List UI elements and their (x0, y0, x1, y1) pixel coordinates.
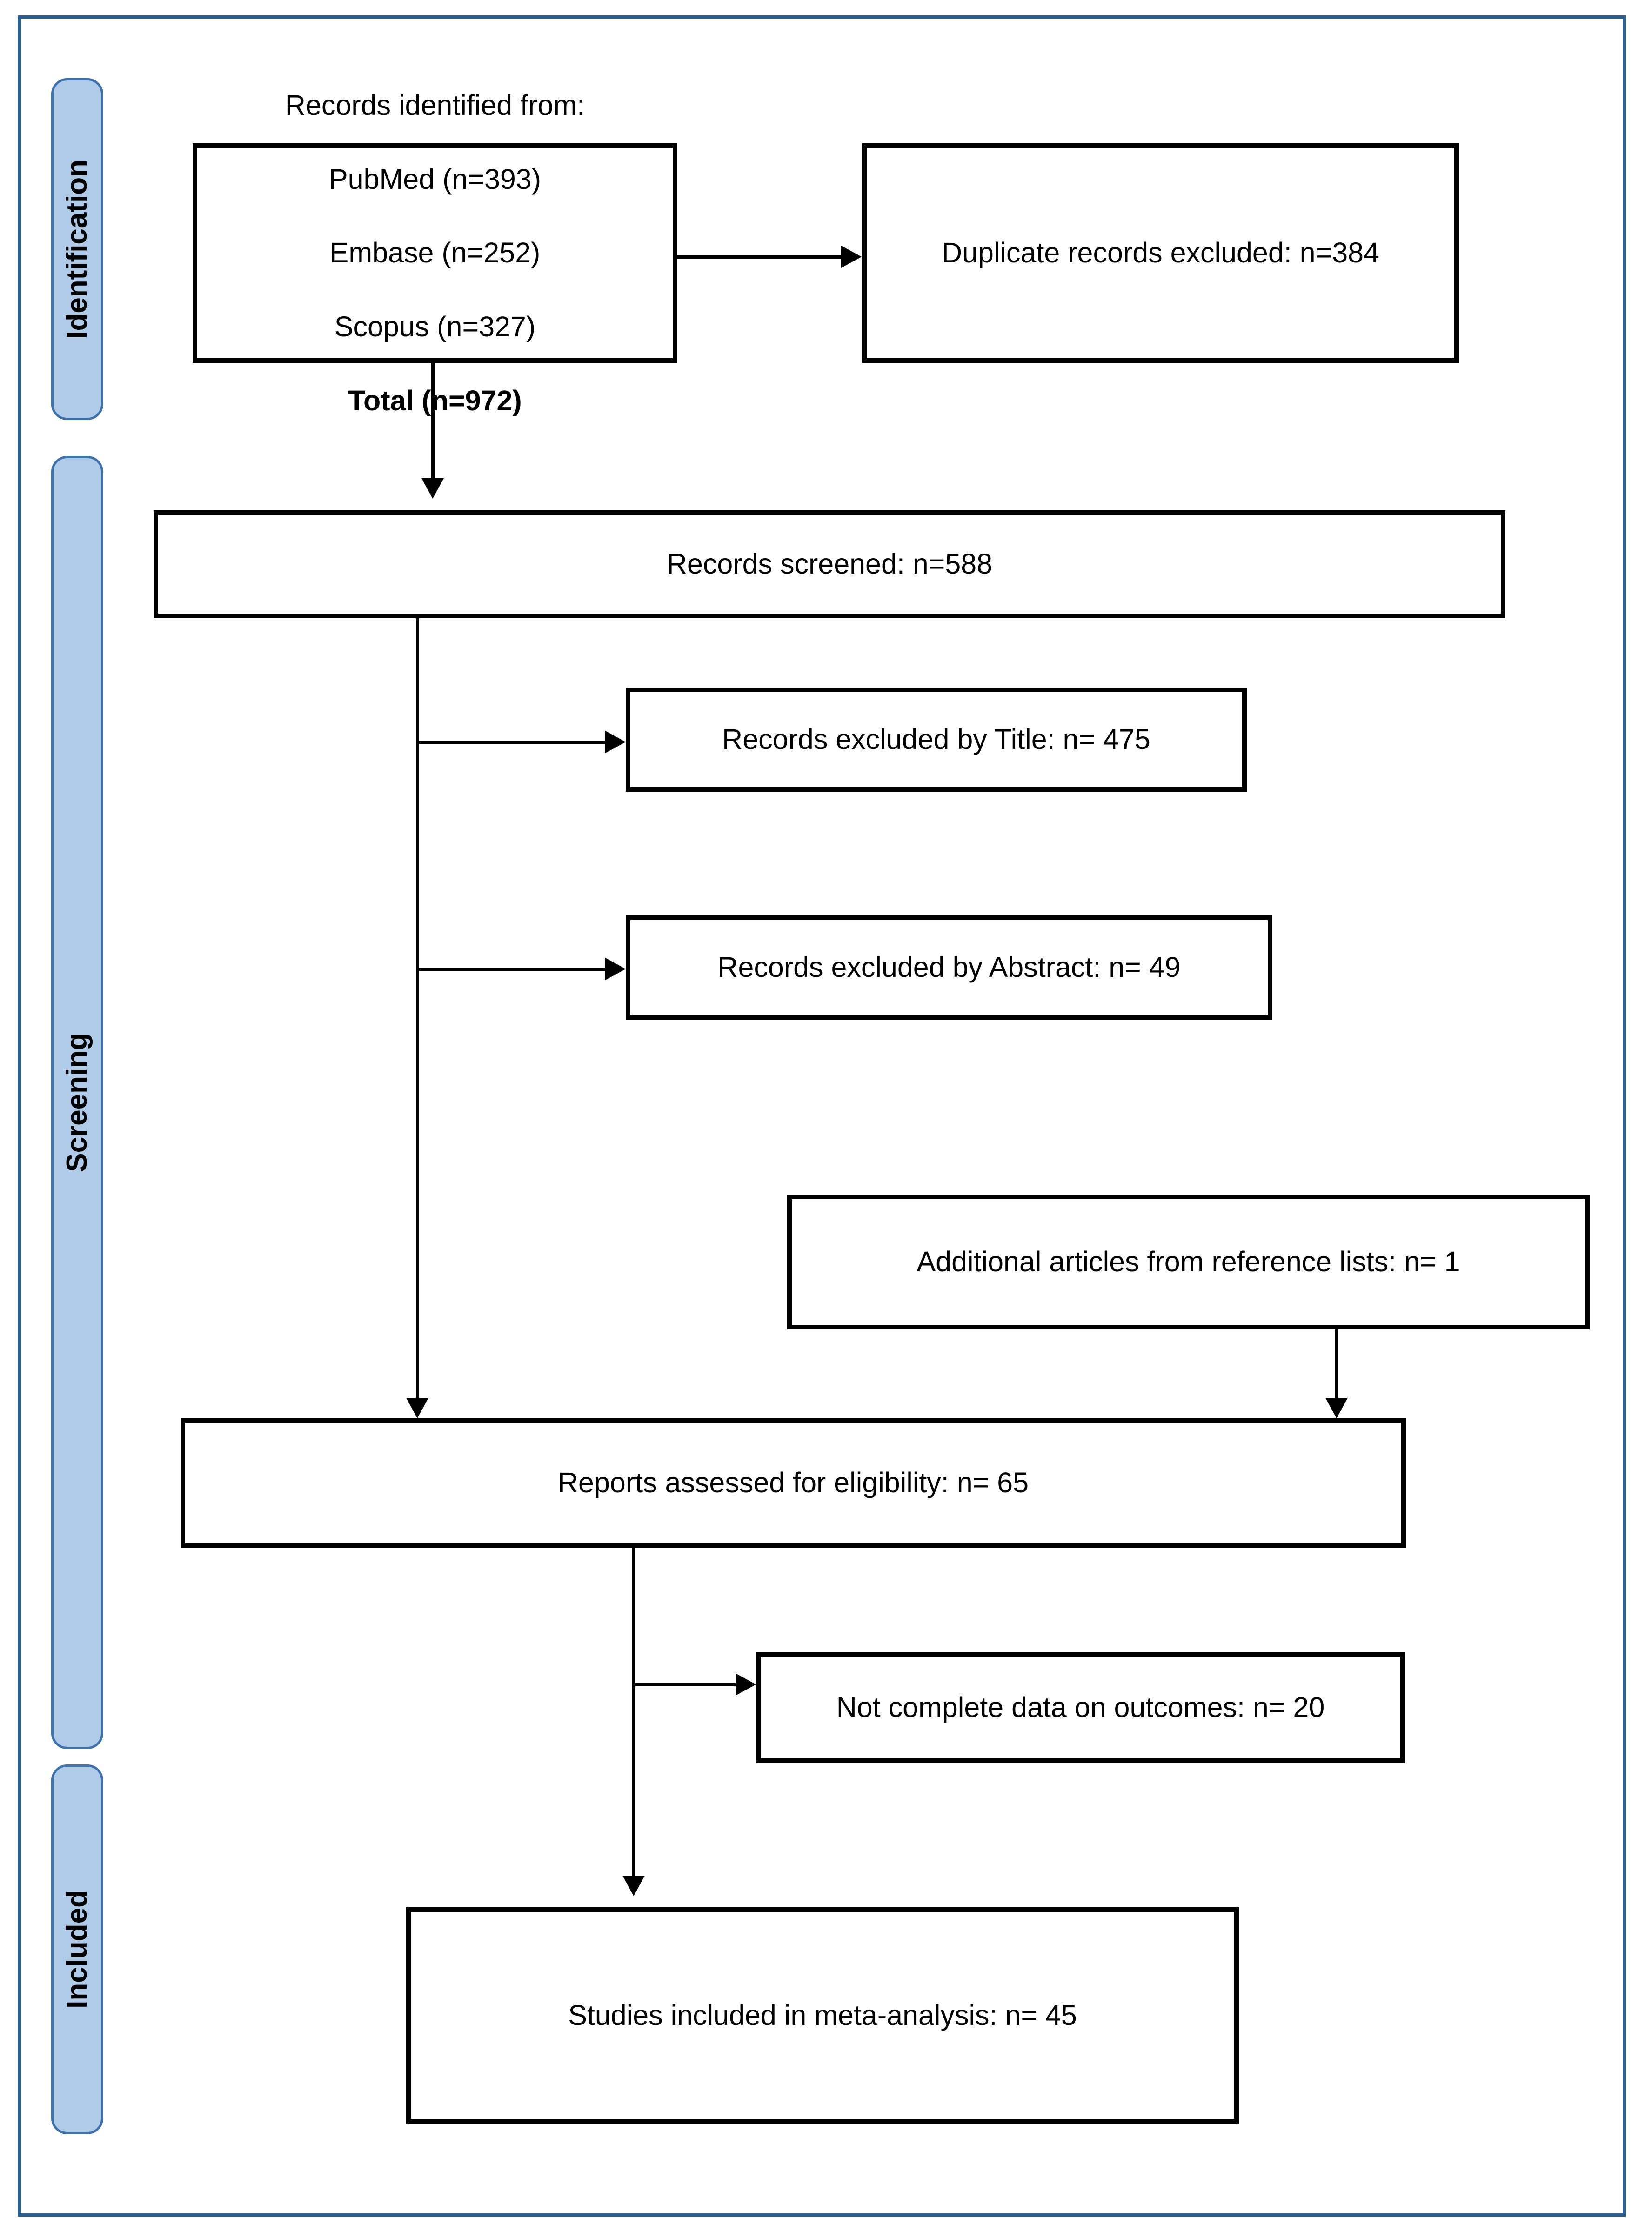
box-studies-included-text: Studies included in meta-analysis: n= 45 (568, 1999, 1077, 2031)
phase-band-included: Included (51, 1764, 103, 2134)
box-incomplete-data: Not complete data on outcomes: n= 20 (756, 1652, 1405, 1763)
box-reports-assessed-text: Reports assessed for eligibility: n= 65 (557, 1467, 1029, 1499)
box-excluded-by-abstract-text: Records excluded by Abstract: n= 49 (717, 951, 1181, 983)
box-records-identified-text: Records identified from: PubMed (n=393) … (277, 50, 593, 456)
records-identified-line-3: Scopus (n=327) (334, 310, 536, 342)
box-additional-articles-text: Additional articles from reference lists… (916, 1246, 1460, 1278)
arrowhead-identified-to-duplicates (841, 246, 862, 268)
box-duplicates-excluded: Duplicate records excluded: n=384 (862, 143, 1459, 363)
figure-outer-frame (18, 15, 1626, 2217)
records-identified-line-2: Embase (n=252) (329, 237, 541, 269)
connector-screened-to-excluded-title (419, 741, 605, 744)
box-records-identified: Records identified from: PubMed (n=393) … (193, 89, 677, 416)
connector-screened-to-excluded-abstract (419, 968, 605, 971)
arrowhead-screened-to-reports (406, 1398, 428, 1418)
connector-additional-to-reports (1335, 1329, 1338, 1398)
box-studies-included: Studies included in meta-analysis: n= 45 (406, 1907, 1239, 2124)
records-identified-line-1: PubMed (n=393) (328, 163, 542, 195)
box-incomplete-data-text: Not complete data on outcomes: n= 20 (836, 1691, 1325, 1724)
records-identified-line-0: Records identified from: (285, 89, 585, 121)
connector-identified-to-screened (431, 363, 435, 478)
phase-band-screening-label: Screening (61, 1033, 93, 1172)
box-reports-assessed: Reports assessed for eligibility: n= 65 (181, 1418, 1406, 1548)
arrowhead-screened-to-excluded-title (605, 731, 626, 753)
phase-band-identification: Identification (51, 78, 103, 420)
records-identified-total: Total (n=972) (348, 384, 522, 416)
box-excluded-by-title: Records excluded by Title: n= 475 (626, 688, 1247, 792)
arrowhead-additional-to-reports (1325, 1398, 1348, 1418)
arrowhead-identified-to-screened (421, 478, 444, 499)
connector-identified-to-duplicates (677, 255, 841, 259)
box-additional-articles: Additional articles from reference lists… (787, 1195, 1590, 1329)
box-excluded-by-abstract: Records excluded by Abstract: n= 49 (626, 915, 1272, 1020)
phase-band-included-label: Included (61, 1890, 93, 2009)
phase-band-screening: Screening (51, 456, 103, 1749)
phase-band-identification-label: Identification (61, 159, 93, 339)
arrowhead-reports-to-incomplete (736, 1673, 756, 1696)
connector-reports-trunk (632, 1548, 635, 1876)
arrowhead-screened-to-excluded-abstract (605, 958, 626, 980)
connector-screened-trunk (416, 618, 419, 1398)
connector-reports-to-incomplete (635, 1683, 736, 1686)
box-records-screened: Records screened: n=588 (154, 510, 1505, 618)
arrowhead-reports-to-studies (622, 1876, 645, 1896)
box-excluded-by-title-text: Records excluded by Title: n= 475 (722, 723, 1150, 755)
box-duplicates-excluded-text: Duplicate records excluded: n=384 (941, 237, 1379, 269)
box-records-screened-text: Records screened: n=588 (666, 548, 993, 580)
